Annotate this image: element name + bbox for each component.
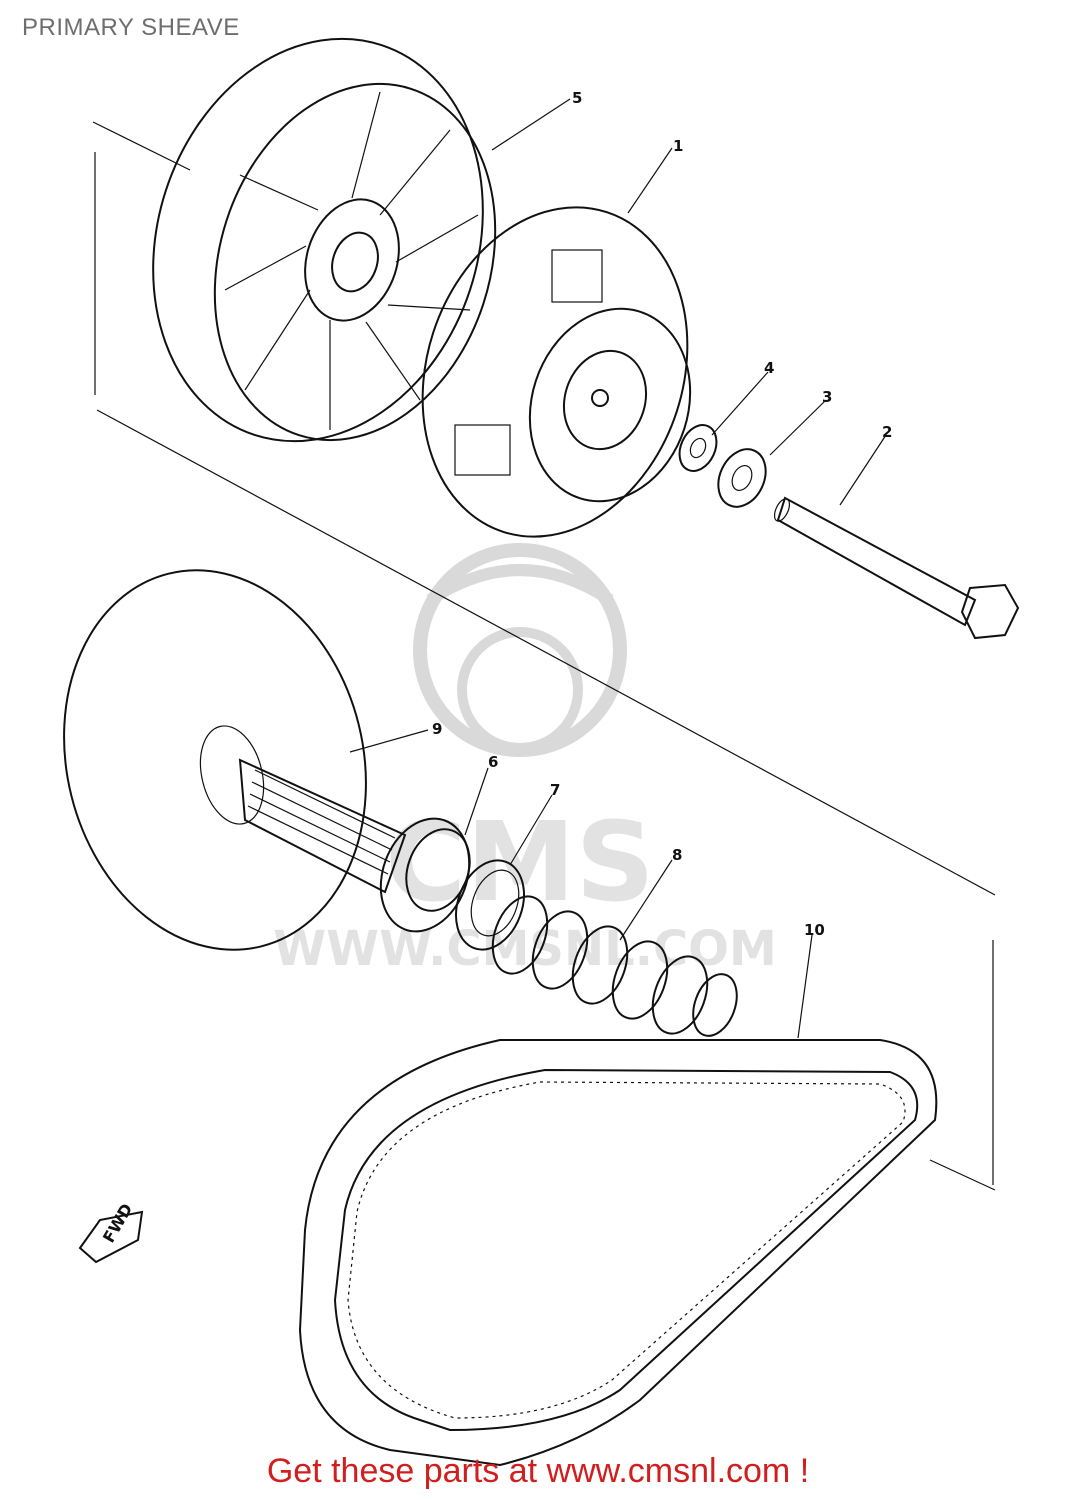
- watermark-logo: CMS WWW.CMSNL.COM: [273, 543, 777, 977]
- callout-8: 8: [672, 846, 682, 864]
- part-10-drive-belt: [298, 1039, 938, 1467]
- part-4-washer: [678, 424, 718, 472]
- callout-5: 5: [572, 89, 582, 107]
- arrow-icon: [78, 1210, 144, 1264]
- part-7-ring: [455, 859, 525, 951]
- part-1-movable-sheave: [421, 206, 692, 538]
- watermark-logo-text: CMS: [385, 798, 654, 926]
- fwd-label: FWD: [99, 1200, 136, 1246]
- watermark-site-text: WWW.CMSNL.COM: [273, 921, 777, 977]
- callouts: 5 1 4 3 2 9 6 7 8 10: [349, 89, 892, 1039]
- callout-4: 4: [764, 359, 774, 377]
- callout-9: 9: [432, 720, 442, 738]
- callout-10: 10: [804, 921, 825, 939]
- center-lines: [92, 121, 996, 1191]
- callout-2: 2: [882, 423, 892, 441]
- fwd-direction-marker: FWD: [78, 1200, 144, 1264]
- footer-link[interactable]: Get these parts at www.cmsnl.com !: [266, 1452, 810, 1490]
- part-9-sheave-shaft: [63, 569, 407, 951]
- part-8-spring: [491, 895, 738, 1037]
- callout-6: 6: [488, 753, 498, 771]
- callout-3: 3: [822, 388, 832, 406]
- page-title: PRIMARY SHEAVE: [22, 14, 240, 41]
- callout-7: 7: [550, 781, 560, 799]
- part-2-bolt: [773, 496, 1020, 640]
- part-3-washer: [717, 448, 767, 508]
- callout-1: 1: [673, 137, 683, 155]
- part-5-fixed-sheave: [152, 37, 497, 443]
